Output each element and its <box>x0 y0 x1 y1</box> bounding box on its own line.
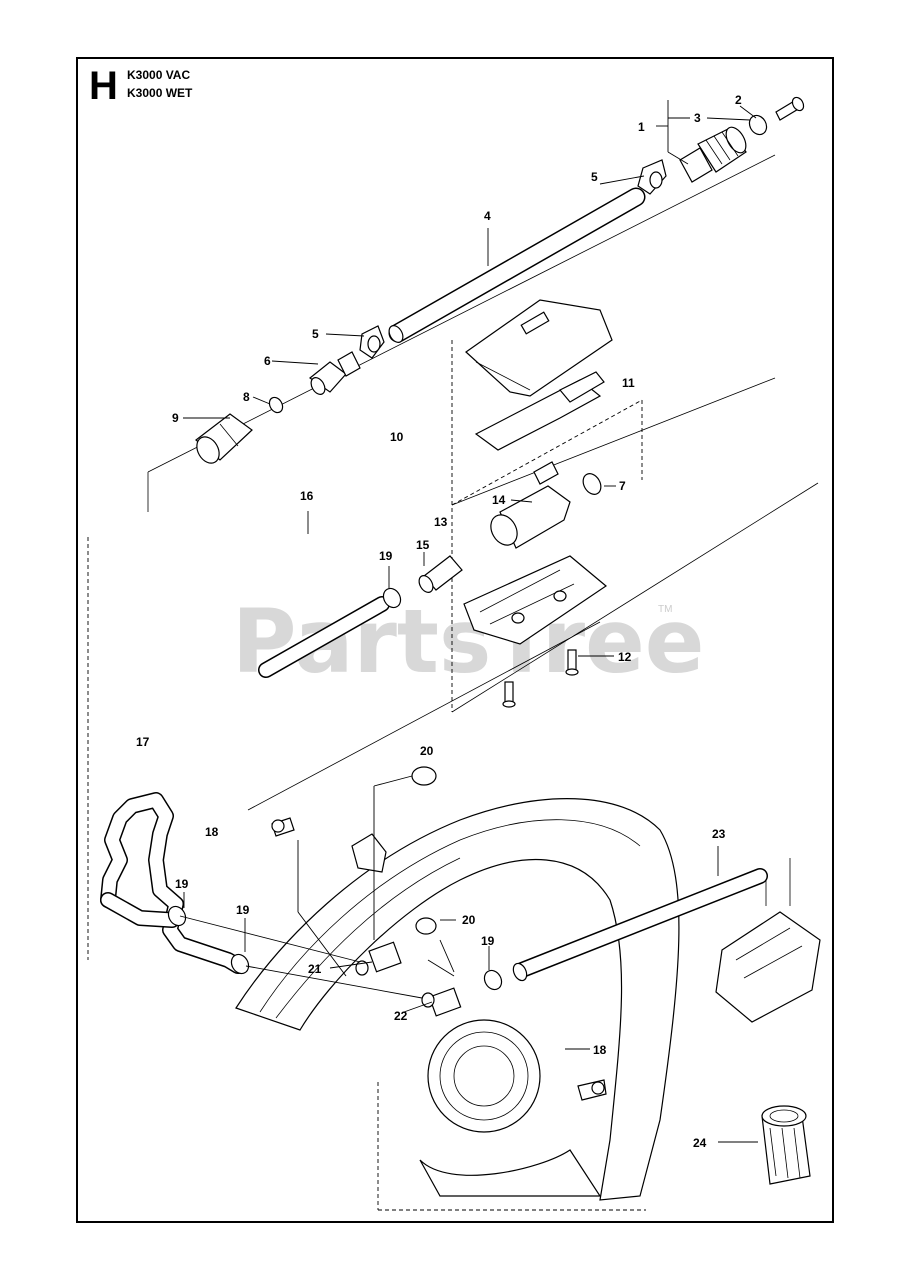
blade-guard-group <box>100 621 821 1211</box>
callout-11: 11 <box>622 376 635 390</box>
part-connector-9 <box>195 413 253 464</box>
callout-9: 9 <box>172 411 179 425</box>
callout-leaders <box>183 100 758 1143</box>
part-valve-14 <box>490 461 571 549</box>
callout-6: 6 <box>264 354 271 368</box>
callout-8: 8 <box>243 390 250 404</box>
callout-1: 1 <box>638 120 645 134</box>
callout-16: 16 <box>300 489 314 503</box>
section-letter: H <box>89 64 118 108</box>
callout-19-left: 19 <box>175 877 189 891</box>
part-plug-20-b <box>415 917 437 935</box>
upper-hose-group <box>147 96 805 512</box>
callout-20-lower: 20 <box>462 913 476 927</box>
callout-3: 3 <box>694 111 701 125</box>
callout-17: 17 <box>136 735 150 749</box>
part-washer-3 <box>748 114 768 136</box>
model-name-vac: K3000 VAC <box>127 68 191 82</box>
part-screw-2 <box>775 96 805 121</box>
callout-23: 23 <box>712 827 726 841</box>
callout-13: 13 <box>434 515 448 529</box>
callout-19-upper: 19 <box>379 549 393 563</box>
part-hose-23 <box>512 868 768 982</box>
part-valve-housing-lower <box>463 555 607 645</box>
callout-20-upper: 20 <box>420 744 434 758</box>
callout-5-upper: 5 <box>591 170 598 184</box>
part-guard-adjuster <box>715 911 821 1023</box>
callout-19-right: 19 <box>481 934 495 948</box>
callout-19-mid: 19 <box>236 903 250 917</box>
callout-12: 12 <box>618 650 632 664</box>
callout-15: 15 <box>416 538 430 552</box>
part-coupling-24 <box>761 1105 811 1185</box>
part-oring-7 <box>582 473 602 495</box>
callout-21: 21 <box>308 962 322 976</box>
part-hose-4 <box>388 187 646 343</box>
callout-5-lower: 5 <box>312 327 319 341</box>
part-washer-8 <box>268 396 284 414</box>
part-nozzle-21 <box>355 941 402 976</box>
watermark-trademark: TM <box>658 604 672 615</box>
part-clip-5-upper <box>637 159 667 195</box>
part-nipple-15 <box>418 555 463 593</box>
part-nozzle-22 <box>421 987 462 1017</box>
callout-22: 22 <box>394 1009 408 1023</box>
part-nipple-6 <box>308 351 361 395</box>
callout-14: 14 <box>492 493 506 507</box>
part-lever-11 <box>474 371 605 451</box>
part-screw-18-a <box>271 817 295 837</box>
hose-kit-17 <box>100 792 246 974</box>
part-clamp-19-c <box>483 969 503 991</box>
part-clamp-19-a <box>167 905 187 927</box>
part-plug-20-a <box>411 766 437 786</box>
diagram-frame <box>76 57 834 1223</box>
callout-10: 10 <box>390 430 404 444</box>
part-clip-5-lower <box>359 325 385 359</box>
valve-group <box>418 299 819 713</box>
part-clamp-19 <box>382 587 402 609</box>
part-clamp-19-b <box>230 953 250 975</box>
callout-4: 4 <box>484 209 491 223</box>
callout-2: 2 <box>735 93 742 107</box>
callout-18-left: 18 <box>205 825 219 839</box>
part-coupling-1 <box>679 126 747 183</box>
part-screw-18-b <box>577 1079 607 1101</box>
part-mount-bracket <box>351 833 387 873</box>
part-screw-12 <box>502 649 579 708</box>
hose-kit-16 <box>87 537 402 960</box>
part-valve-housing-upper <box>465 299 613 397</box>
callout-18-right: 18 <box>593 1043 607 1057</box>
callout-labels: 1 2 3 5 4 5 6 8 9 10 11 7 14 13 16 15 19… <box>136 93 742 1150</box>
callout-7: 7 <box>619 479 626 493</box>
model-name-wet: K3000 WET <box>127 86 193 100</box>
callout-24: 24 <box>693 1136 707 1150</box>
